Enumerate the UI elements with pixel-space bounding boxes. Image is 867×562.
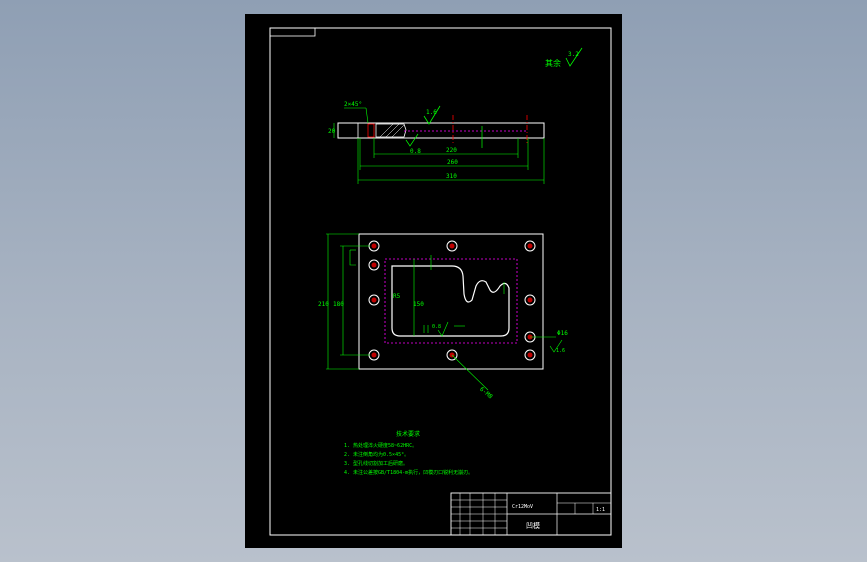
chamfer-leader-drop <box>365 107 369 124</box>
screw-hole-center <box>371 243 377 249</box>
top-left-code-box <box>269 27 316 37</box>
notes-heading: 技术要求 <box>396 430 420 438</box>
chamfer-label: 2×45° <box>344 101 362 108</box>
drawing-border <box>269 27 612 536</box>
screw-hole-center <box>527 243 533 249</box>
screw-hole-center <box>527 297 533 303</box>
dim-height: 150 <box>413 301 424 308</box>
note-line-3: 3. 型孔线切割加工后研磨。 <box>344 460 408 467</box>
pin-offset-dim <box>349 250 356 266</box>
hidden-cavity-rect <box>384 258 518 344</box>
section-hatch-cut <box>375 123 407 138</box>
screw-hole-center <box>527 352 533 358</box>
roughness-inner-value: 0.8 <box>410 148 421 155</box>
corner-roughness-value: 3.2 <box>568 51 579 58</box>
note-line-1: 1. 热处理淬火硬度58~62HRC。 <box>344 442 417 449</box>
corner-roughness-note: 其余 3.2 <box>545 47 583 68</box>
screw-hole <box>524 294 536 306</box>
note-line-2: 2. 未注倒角均为0.5×45°。 <box>344 451 409 458</box>
roughness-inner-symbol <box>405 133 419 147</box>
note-line-4: 4. 未注公差按GB/T1804-m执行，凹模刃口锐利无崩刃。 <box>344 469 473 476</box>
roughness-symbol <box>565 47 583 67</box>
screw-hole-center <box>371 352 377 358</box>
die-opening-profile <box>391 265 510 337</box>
pin-hole-center <box>371 262 377 268</box>
tb-material: Cr12MoV <box>512 504 533 510</box>
screw-hole-center <box>371 297 377 303</box>
hole-roughness-value: 1.6 <box>556 348 565 354</box>
roughness-top-value: 1.6 <box>426 109 437 116</box>
screw-hole <box>446 349 458 361</box>
drawing-sheet <box>245 14 622 548</box>
section-hatch-left <box>367 123 375 138</box>
tb-scale: 1:1 <box>596 507 605 513</box>
top-plate-outline <box>358 233 544 370</box>
screw-hole <box>368 294 380 306</box>
roughness-top-symbol <box>423 105 441 125</box>
screw-hole <box>446 240 458 252</box>
thread-leader <box>451 354 489 391</box>
thickness-label: 20 <box>328 128 336 135</box>
screw-hole <box>524 240 536 252</box>
tb-part-name: 凹模 <box>526 521 540 530</box>
technical-notes: 技术要求 1. 热处理淬火硬度58~62HRC。 2. 未注倒角均为0.5×45… <box>344 430 473 476</box>
hole-roughness-symbol <box>549 339 563 353</box>
hatch-line <box>379 123 394 138</box>
roughness-left-value: 0.8 <box>432 324 441 330</box>
roughness-left-symbol <box>437 321 449 337</box>
corner-roughness-label: 其余 <box>545 58 561 68</box>
dim-3: 310 <box>446 173 457 180</box>
hatch-line <box>391 124 405 138</box>
hole-label: Φ16 <box>557 330 568 337</box>
dim-left-inner: 180 <box>333 301 344 308</box>
dim-1: 220 <box>446 147 457 154</box>
dim-2: 260 <box>447 159 458 166</box>
title-block: Cr12MoV 凹模 1:1 <box>450 492 612 536</box>
front-plate-outline <box>337 122 545 139</box>
top-view: 210 180 150 R5 0.8 Φ16 1.6 6-M8 <box>318 233 568 401</box>
hatch-line <box>385 123 400 138</box>
screw-hole-center <box>449 243 455 249</box>
front-view: 20 2×45° 1.6 0.8 220 260 310 <box>328 101 545 184</box>
dim-r: R5 <box>393 293 401 300</box>
pin-hole <box>368 259 380 271</box>
dim-left-outer: 210 <box>318 301 329 308</box>
screw-hole <box>524 349 536 361</box>
